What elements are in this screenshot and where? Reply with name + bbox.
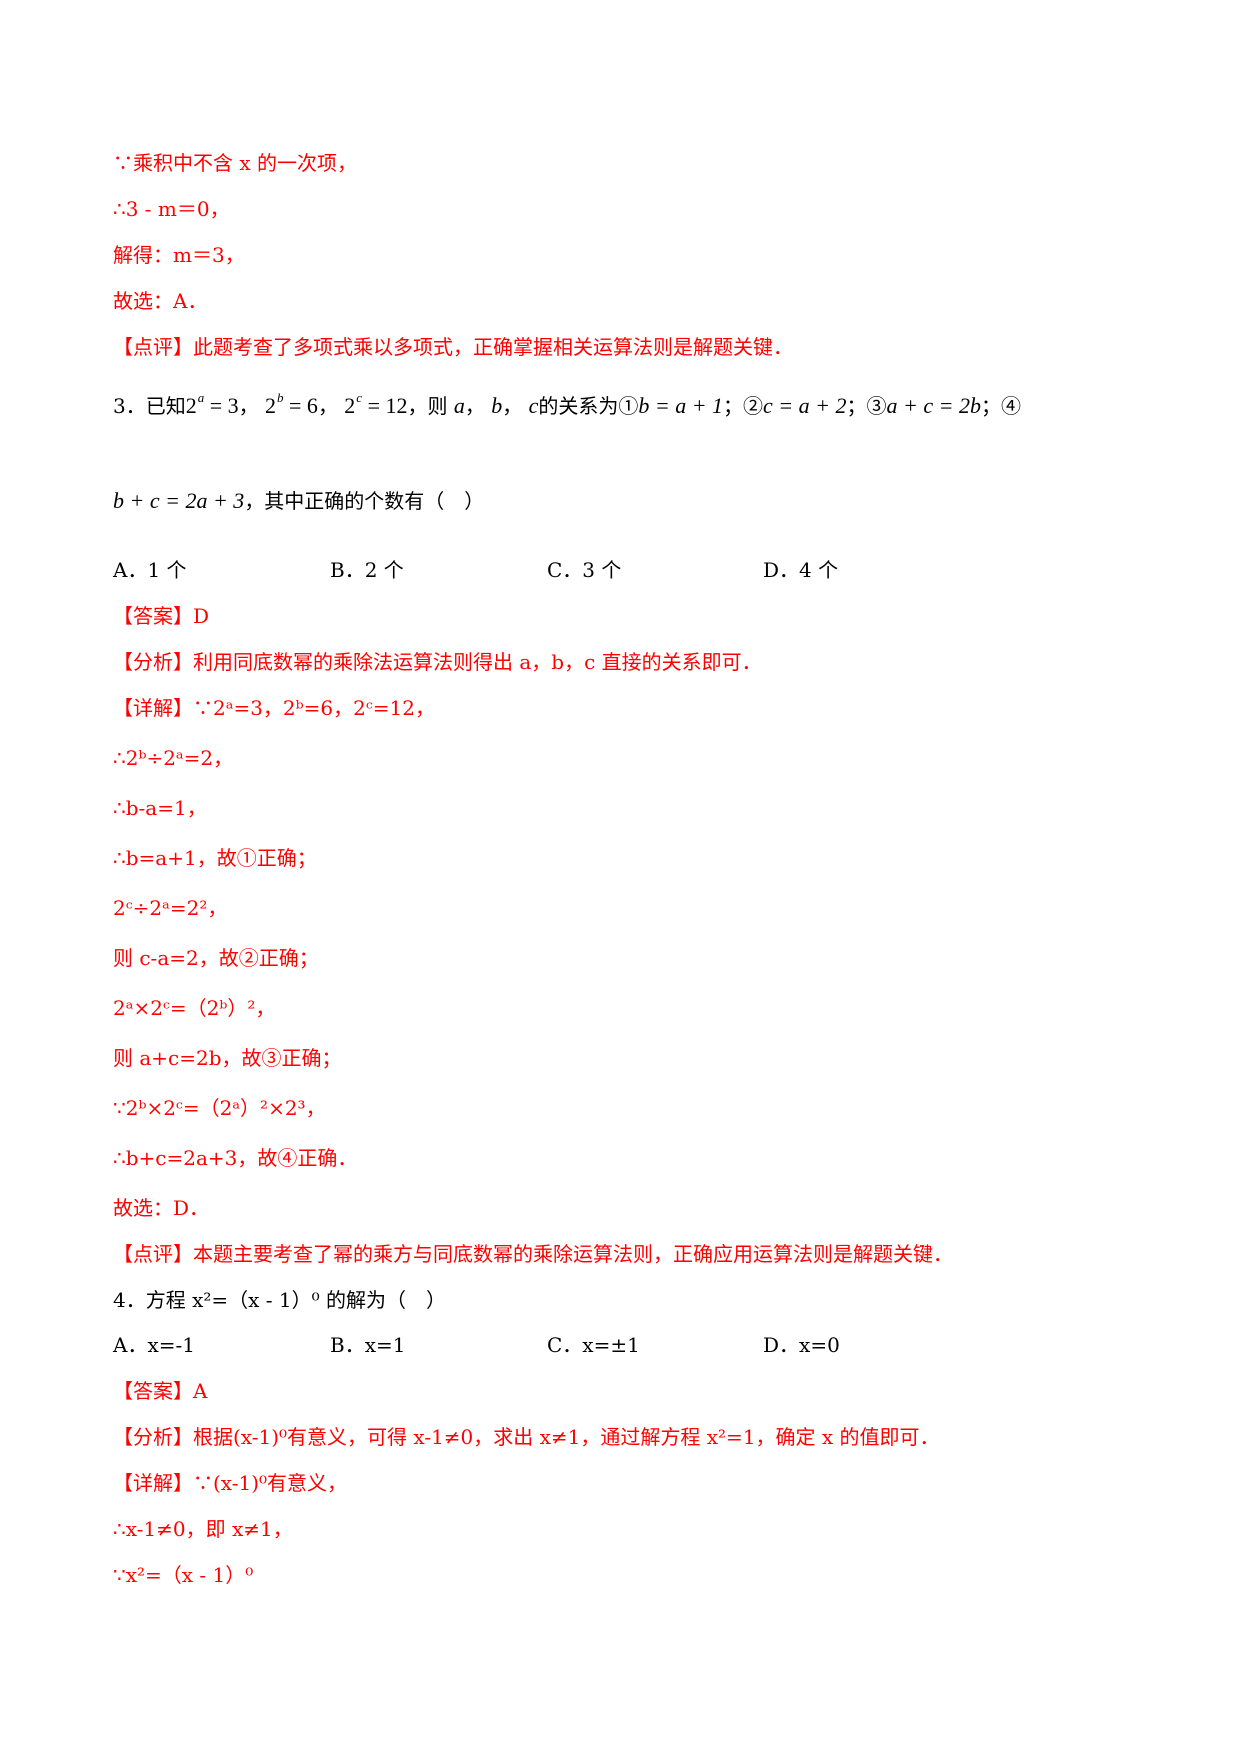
- detail-line: ∴b-a=1，: [113, 796, 207, 820]
- solution-line: 故选：A．: [113, 289, 208, 313]
- detail-line: ∴2ᵇ÷2ᵃ=2，: [113, 746, 234, 770]
- solution-line: ∴3 - m＝0，: [113, 197, 230, 221]
- option-b: B．2 个: [330, 558, 404, 582]
- review-line: 【点评】此题考查了多项式乘以多项式，正确掌握相关运算法则是解题关键．: [113, 335, 793, 359]
- option-a: A．x=-1: [113, 1333, 195, 1357]
- detail-line: ∵x²=（x - 1）⁰: [113, 1563, 254, 1587]
- detail-line: 则 a+c=2b，故③正确；: [113, 1046, 342, 1070]
- question-number: 3．已知: [113, 394, 186, 418]
- detail-line: 2ᵃ×2ᶜ=（2ᵇ）²，: [113, 996, 276, 1020]
- analysis-line: 【分析】利用同底数幂的乘除法运算法则得出 a，b，c 直接的关系即可．: [113, 650, 762, 674]
- math-expression: 2a = 3: [185, 390, 239, 418]
- detail-line: ∴x-1≠0，即 x≠1，: [113, 1517, 293, 1541]
- detail-line: ∴b=a+1，故①正确；: [113, 846, 317, 870]
- answer-line: 【答案】D: [113, 604, 210, 628]
- answer-line: 【答案】A: [113, 1379, 208, 1403]
- question-4-stem: 4．方程 x²=（x - 1）⁰ 的解为（ ）: [113, 1288, 446, 1312]
- detail-line: ∵2ᵇ×2ᶜ=（2ᵃ）²×2³，: [113, 1096, 326, 1120]
- analysis-line: 【分析】根据(x-1)⁰有意义，可得 x-1≠0，求出 x≠1，通过解方程 x²…: [113, 1425, 940, 1449]
- math-expression: 2b = 6: [265, 390, 318, 418]
- detail-line: 故选：D．: [113, 1196, 210, 1220]
- detail-line: 【详解】∵2ᵃ=3，2ᵇ=6，2ᶜ=12，: [113, 696, 435, 720]
- detail-line: ∴b+c=2a+3，故④正确．: [113, 1146, 358, 1170]
- option-a: A．1 个: [113, 558, 187, 582]
- question-3-stem: 3．已知2a = 3， 2b = 6， 2c = 12，则 a， b， c的关系…: [113, 390, 1021, 418]
- option-d: D．4 个: [763, 558, 839, 582]
- option-d: D．x=0: [763, 1333, 840, 1357]
- detail-line: 则 c-a=2，故②正确；: [113, 946, 319, 970]
- review-line: 【点评】本题主要考查了幂的乘方与同底数幂的乘除运算法则，正确应用运算法则是解题关…: [113, 1242, 953, 1266]
- detail-line: 2ᶜ÷2ᵃ=2²，: [113, 896, 228, 920]
- question-3-stem-continued: b + c = 2a + 3，其中正确的个数有（ ）: [113, 488, 485, 513]
- math-expression: 2c = 12: [344, 390, 408, 418]
- solution-line: ∵乘积中不含 x 的一次项，: [113, 151, 357, 175]
- option-b: B．x=1: [330, 1333, 406, 1357]
- option-c: C．x=±1: [547, 1333, 640, 1357]
- detail-line: 【详解】∵(x-1)⁰有意义，: [113, 1471, 348, 1495]
- solution-line: 解得：m＝3，: [113, 243, 245, 267]
- option-c: C．3 个: [547, 558, 622, 582]
